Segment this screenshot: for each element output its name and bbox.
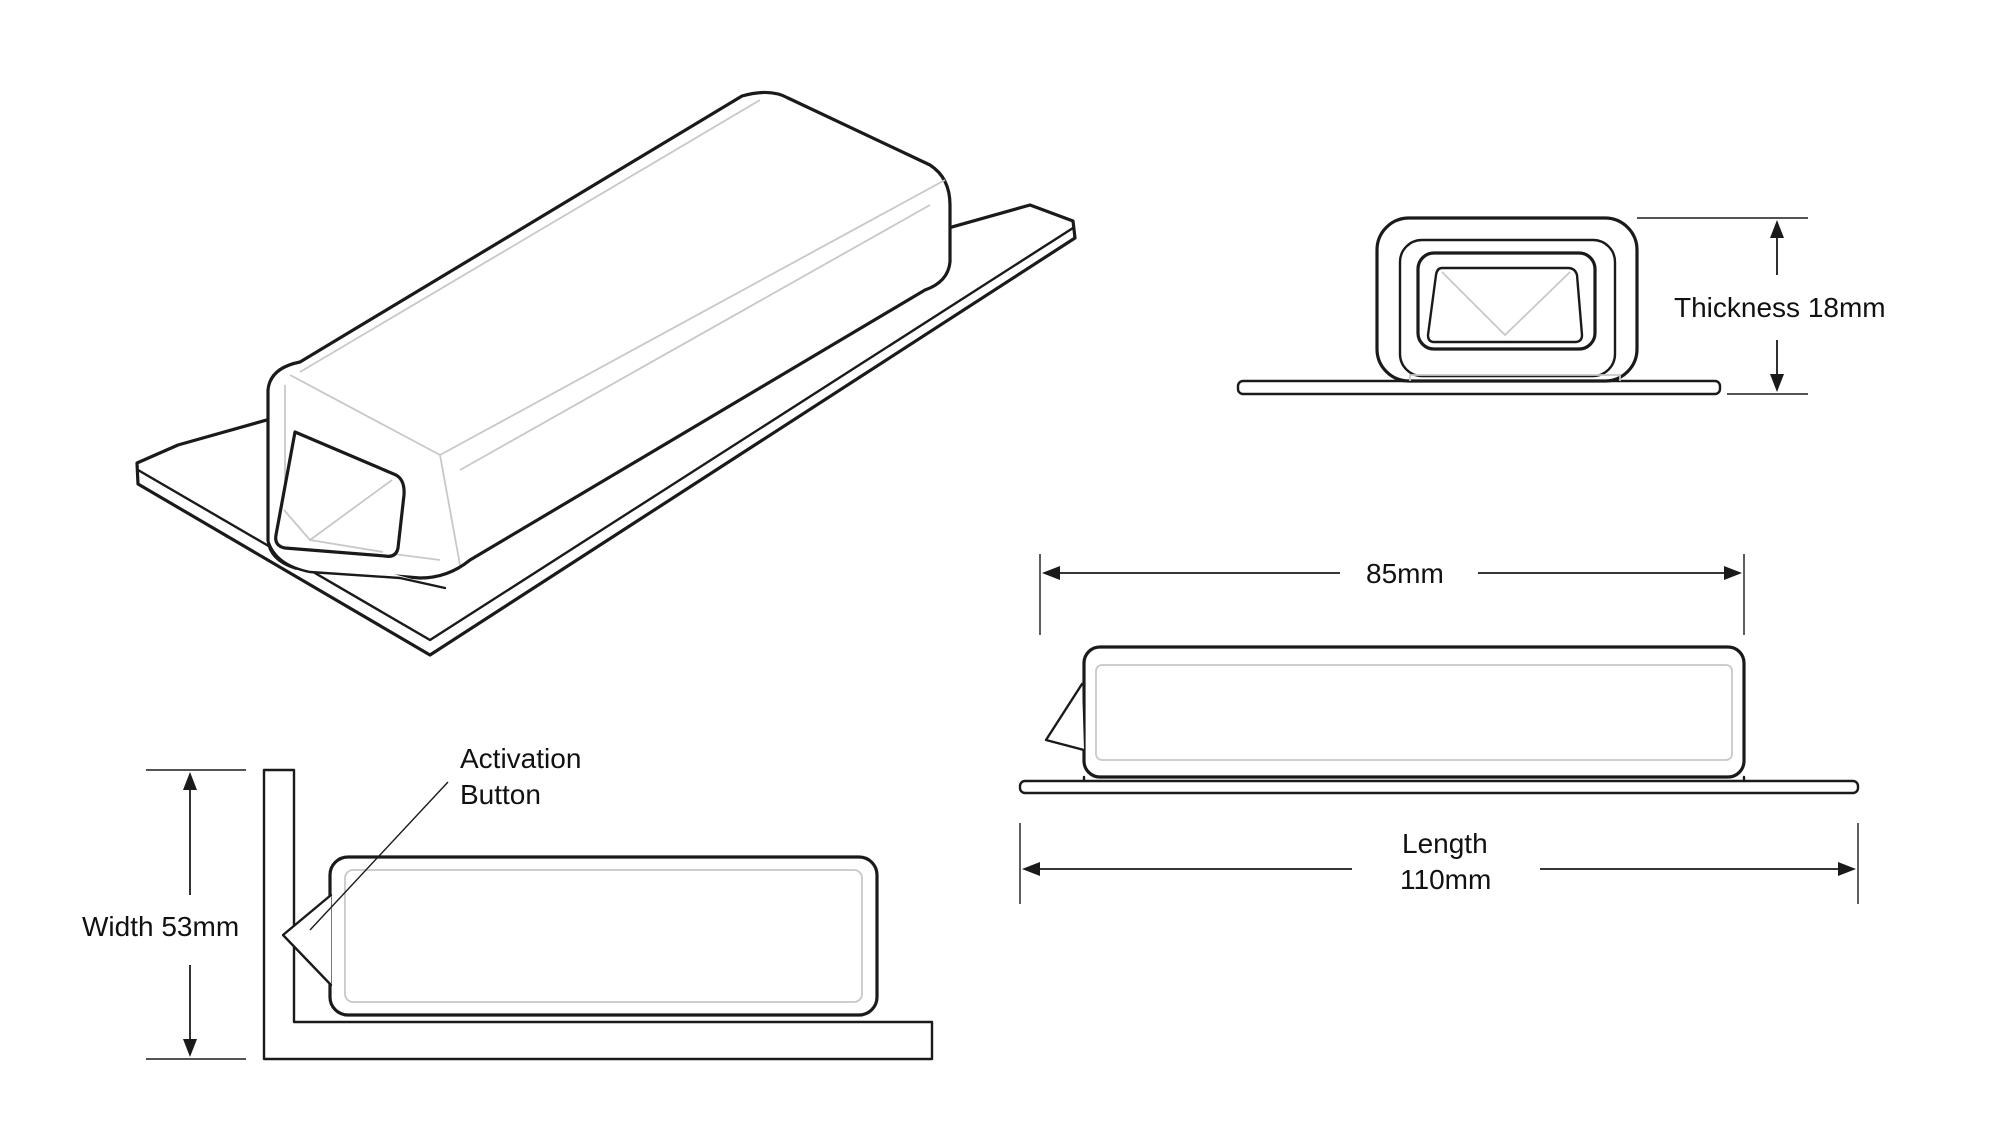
width-label: Width 53mm bbox=[82, 911, 239, 942]
length-label-line1: Length bbox=[1402, 828, 1488, 859]
iso-body-bottom bbox=[266, 538, 447, 590]
front-button-face bbox=[1426, 266, 1584, 344]
body-length-arrow-right bbox=[1724, 566, 1742, 580]
side-activation-button bbox=[1044, 682, 1086, 752]
activation-label-line1: Activation bbox=[460, 743, 581, 774]
side-view: 85mm Length 110mm bbox=[1018, 554, 1860, 904]
activation-label-line2: Button bbox=[460, 779, 541, 810]
length-arrow-left bbox=[1022, 862, 1040, 876]
width-arrow-bottom bbox=[183, 1039, 197, 1057]
body-length-arrow-left bbox=[1042, 566, 1060, 580]
top-activation-button bbox=[281, 893, 333, 987]
top-view: Activation Button Width 53mm bbox=[82, 743, 934, 1061]
activation-leader bbox=[309, 781, 449, 931]
top-body-inner bbox=[344, 869, 863, 1003]
front-view: Thickness 18mm bbox=[1236, 216, 1886, 396]
front-button-facet bbox=[1441, 271, 1571, 337]
isometric-view bbox=[135, 90, 1077, 657]
iso-activation-button bbox=[274, 430, 406, 558]
length-label-line2: 110mm bbox=[1400, 864, 1491, 895]
width-arrow-top bbox=[183, 772, 197, 790]
side-body-inner bbox=[1095, 664, 1733, 761]
front-foot-tabs bbox=[1409, 374, 1621, 381]
top-body bbox=[328, 855, 879, 1017]
side-base-plate bbox=[1018, 779, 1860, 795]
top-l-bracket bbox=[262, 768, 934, 1061]
front-base-plate bbox=[1236, 379, 1722, 396]
iso-button-facet bbox=[283, 479, 393, 553]
side-body-foot bbox=[1082, 775, 1746, 783]
thickness-arrow-top bbox=[1770, 220, 1784, 238]
side-body bbox=[1082, 645, 1746, 779]
iso-body-top-edge bbox=[289, 99, 946, 566]
thickness-label: Thickness 18mm bbox=[1674, 292, 1886, 323]
body-length-label: 85mm bbox=[1366, 558, 1444, 589]
length-arrow-right bbox=[1838, 862, 1856, 876]
thickness-arrow-bottom bbox=[1770, 374, 1784, 392]
